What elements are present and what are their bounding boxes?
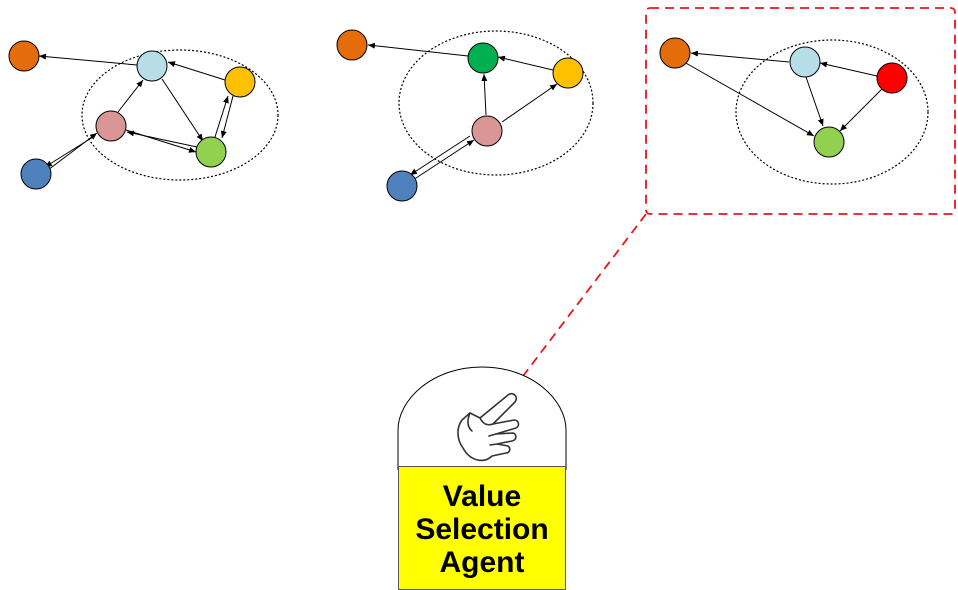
node-red	[876, 62, 908, 94]
cluster-ellipse	[735, 39, 929, 185]
node-steel-blue	[386, 170, 418, 202]
node-orange	[8, 40, 40, 72]
node-pink	[471, 115, 503, 147]
node-yellow	[552, 57, 584, 89]
node-dark-green	[467, 42, 499, 74]
pointing-hand-icon	[457, 392, 520, 462]
agent-label-line1: Value	[442, 479, 522, 513]
agent-label-line3: Agent	[439, 545, 525, 579]
graph-1	[8, 40, 279, 190]
edges	[683, 50, 884, 137]
node-orange	[659, 37, 691, 69]
node-green	[195, 136, 227, 168]
graph-3-selected	[645, 7, 956, 215]
node-pink	[95, 110, 127, 142]
node-yellow	[224, 66, 256, 98]
node-steel-blue	[20, 158, 52, 190]
cluster-ellipse	[398, 30, 594, 176]
selection-pointer-line	[516, 213, 647, 385]
edges	[367, 42, 558, 181]
agent-label-box: Value Selection Agent	[398, 466, 566, 590]
edges	[38, 53, 234, 171]
node-orange	[336, 29, 368, 61]
node-light-blue	[789, 46, 821, 78]
graph-2	[336, 29, 594, 202]
selection-box	[645, 7, 956, 215]
node-light-blue	[136, 50, 168, 82]
agent-label-line2: Selection	[415, 512, 549, 546]
node-green	[813, 126, 845, 158]
cluster-ellipse	[81, 49, 279, 181]
